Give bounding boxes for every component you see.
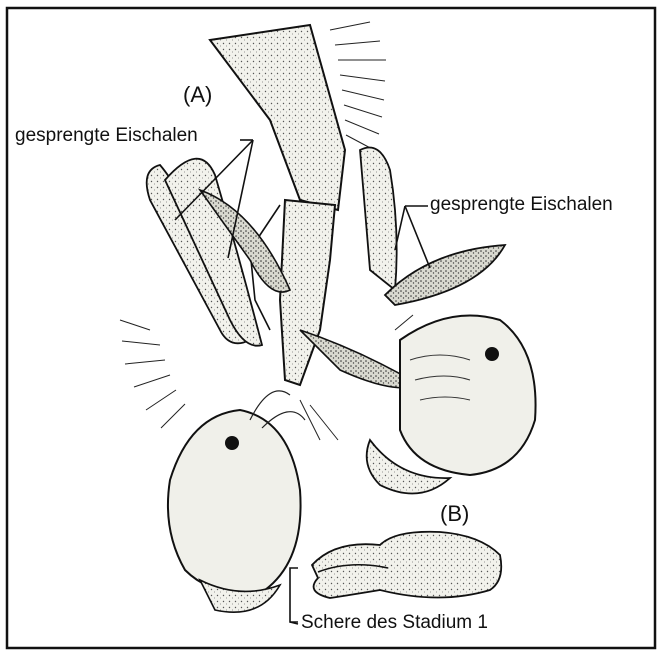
eye-icon <box>225 436 239 450</box>
claw-stage-1 <box>312 532 501 598</box>
panel-b-label: (B) <box>440 503 469 525</box>
claw-caption: Schere des Stadium 1 <box>301 613 488 632</box>
panel-a-label: (A) <box>183 84 212 106</box>
eye-icon <box>485 347 499 361</box>
hatchling-left <box>168 391 305 612</box>
hatchling-right <box>367 316 536 494</box>
eggshells-left <box>147 159 290 346</box>
eggshells-label-right: gesprengte Eischalen <box>430 195 613 214</box>
eggshells-label-left: gesprengte Eischalen <box>15 126 198 145</box>
